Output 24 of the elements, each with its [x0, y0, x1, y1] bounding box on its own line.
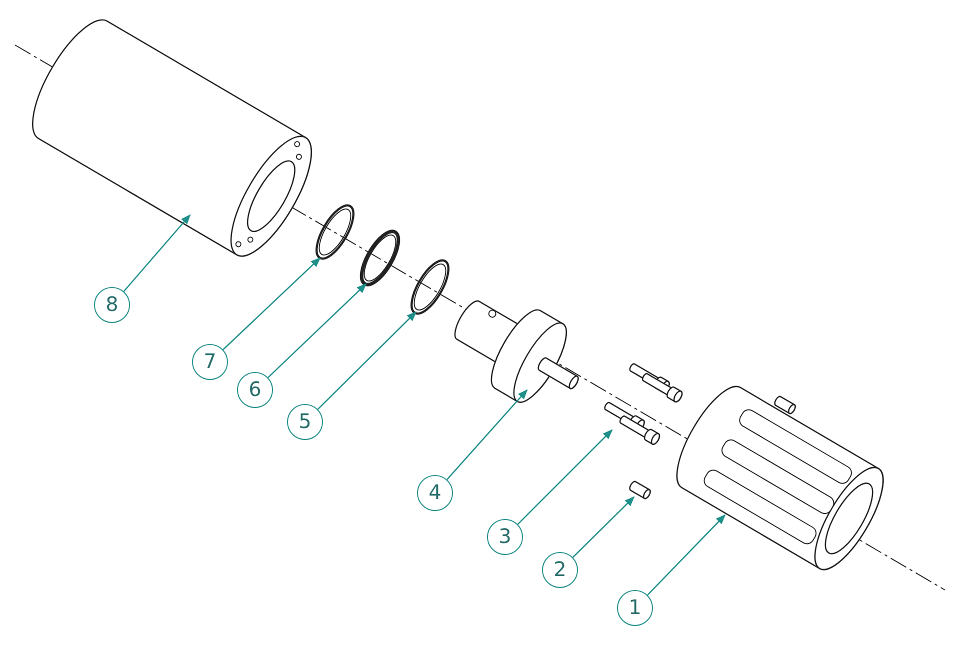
adapter-drawing — [454, 300, 579, 403]
callout-number: 2 — [542, 552, 578, 588]
leader-line — [647, 514, 726, 596]
housing-drawing — [32, 19, 312, 257]
o-ring-drawing — [410, 259, 450, 315]
leader-line — [317, 311, 417, 410]
callout-number: 8 — [94, 287, 130, 323]
leader-line — [572, 496, 635, 558]
callout-number: 4 — [417, 475, 453, 511]
leader-line — [446, 389, 528, 480]
leader-line — [123, 214, 191, 292]
screw-set-drawing — [604, 363, 683, 445]
leader-line — [517, 429, 613, 525]
callout-number: 3 — [487, 519, 523, 555]
callout-number: 6 — [237, 372, 273, 408]
o-ring-drawing — [360, 230, 400, 286]
o-ring-drawing — [316, 204, 354, 260]
set-screw-drawing — [629, 480, 651, 500]
callout-number: 5 — [287, 404, 323, 440]
leader-line — [268, 283, 367, 378]
cage-drawing — [676, 386, 884, 570]
callout-number: 1 — [617, 590, 653, 626]
callout-number: 7 — [192, 344, 228, 380]
leader-line — [222, 257, 321, 350]
